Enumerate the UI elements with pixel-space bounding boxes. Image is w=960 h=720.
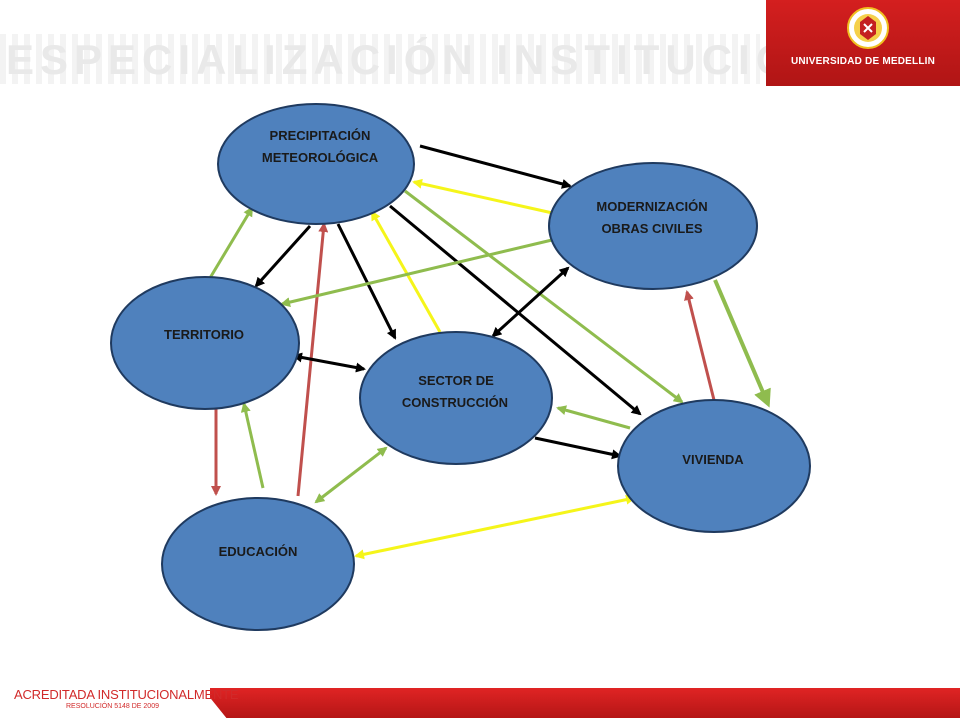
edge-territorio-precipitacion	[208, 206, 254, 279]
edge-precipitacion-modernizacion	[419, 144, 572, 189]
node-label: METEOROLÓGICA	[262, 150, 379, 165]
university-seal-icon	[847, 7, 889, 49]
node-label: MODERNIZACIÓN	[596, 199, 707, 214]
edge-sector-modernizacion	[491, 266, 570, 338]
node-label: OBRAS CIVILES	[601, 221, 702, 236]
footer: ACREDITADA INSTITUCIONALMENTE RESOLUCIÓN…	[0, 686, 960, 720]
edge-modernizacion-territorio	[280, 238, 553, 308]
node-label: EDUCACIÓN	[219, 544, 298, 559]
footer-left-panel	[0, 686, 228, 720]
banner-title: ESPECIALIZACIÓN INSTITUCIONAL	[6, 36, 899, 83]
edge-territorio-sector	[292, 352, 366, 373]
header-stripe	[0, 34, 760, 84]
edge-precipitacion-territorio	[254, 224, 312, 288]
node-label: CONSTRUCCIÓN	[402, 395, 508, 410]
node-sector: SECTOR DE CONSTRUCCIÓN	[359, 331, 553, 465]
edge-sector-vivienda	[534, 436, 622, 460]
node-vivienda: VIVIENDA	[617, 399, 811, 533]
node-territorio: TERRITORIO	[110, 276, 300, 410]
footer-red-bar	[210, 688, 960, 718]
node-label: VIVIENDA	[682, 452, 744, 467]
resolution-text: RESOLUCIÓN 5148 DE 2009	[66, 703, 159, 710]
node-label: PRECIPITACIÓN	[270, 128, 371, 143]
edges	[208, 144, 771, 560]
edge-sector-educacion	[314, 446, 388, 504]
node-precipitacion: PRECIPITACIÓN METEOROLÓGICA	[217, 103, 415, 225]
node-modernizacion: MODERNIZACIÓN OBRAS CIVILES	[548, 162, 758, 290]
edge-educacion-territorio	[240, 402, 265, 489]
node-educacion: EDUCACIÓN	[161, 497, 355, 631]
edge-vivienda-sector	[556, 405, 631, 430]
edge-sector-precipitacion	[370, 210, 442, 333]
edge-modernizacion-precipitacion	[412, 178, 558, 216]
university-name: UNIVERSIDAD DE MEDELLIN	[790, 56, 936, 67]
edge-vivienda-educacion	[354, 494, 636, 560]
node-label: SECTOR DE	[418, 373, 494, 388]
edge-vivienda-modernizacion	[684, 290, 716, 401]
accreditation-text: ACREDITADA INSTITUCIONALMENTE	[14, 687, 239, 702]
edge-precipitacion-sector	[336, 223, 397, 340]
node-label: TERRITORIO	[164, 327, 244, 342]
edge-modernizacion-vivienda	[713, 279, 771, 408]
concept-diagram: PRECIPITACIÓN METEOROLÓGICA MODERNIZACIÓ…	[110, 103, 811, 631]
